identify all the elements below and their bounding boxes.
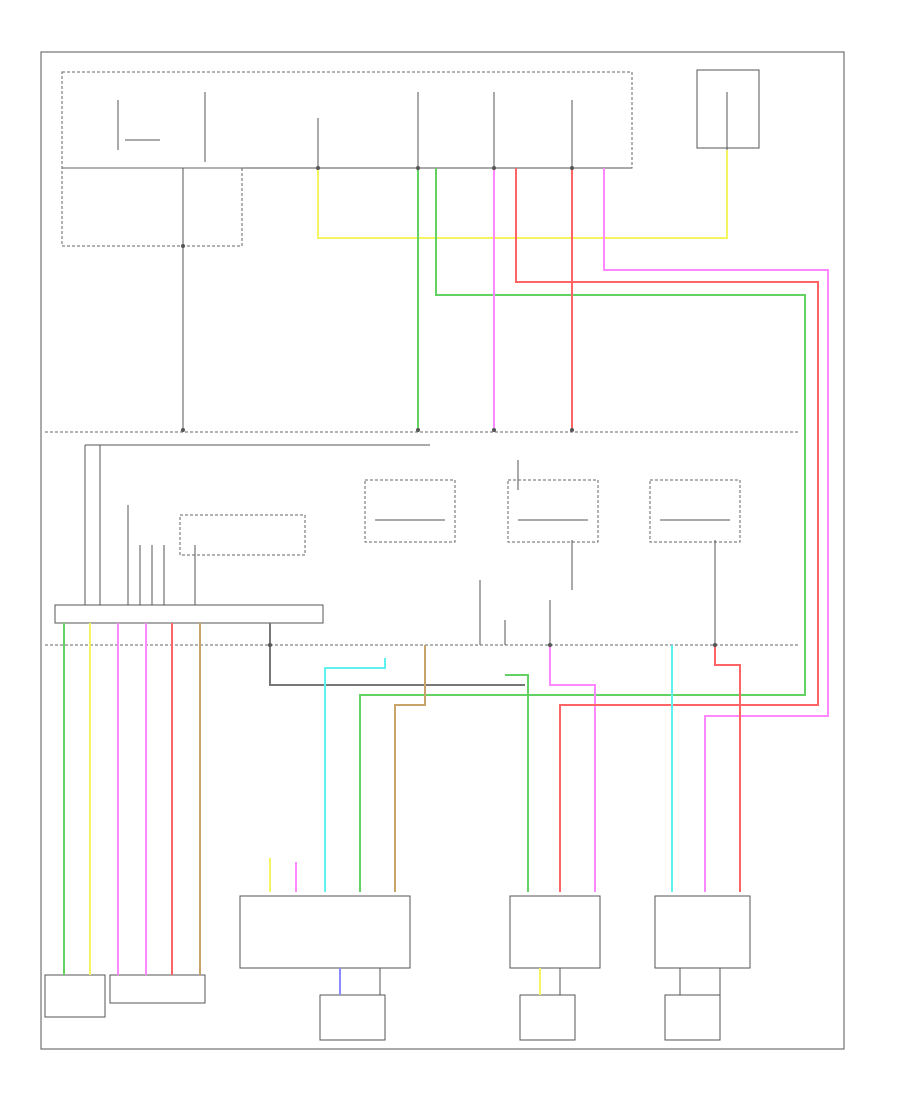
- connector-dots: [181, 166, 717, 647]
- bottom-components: [44, 895, 751, 1041]
- control-unit-feeds: [84, 246, 430, 605]
- control-unit-box: [54, 604, 324, 624]
- pink-wire-right: [549, 645, 596, 892]
- yellow-wire-top: [317, 150, 728, 239]
- red-wire-loop: [515, 168, 819, 892]
- pink-wire-loop: [603, 168, 829, 892]
- fuse-box-top: [61, 69, 760, 247]
- switch-panels: [179, 460, 741, 645]
- diagram-frame: [40, 51, 845, 1050]
- control-unit-output-wires: [63, 623, 201, 975]
- cyan-wire-left: [324, 658, 386, 892]
- green-wire-loop: [359, 168, 806, 892]
- gray-wire: [269, 623, 525, 686]
- tan-wire: [394, 645, 426, 892]
- green-wire-right: [505, 674, 529, 892]
- red-wire-right: [714, 645, 741, 892]
